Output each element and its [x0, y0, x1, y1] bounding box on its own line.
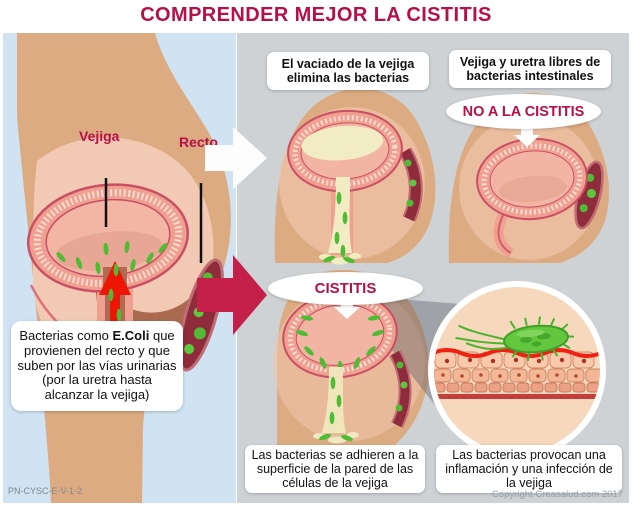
voiding-caption-box: El vaciado de la vejiga elimina las bact… [267, 52, 429, 90]
page-title: COMPRENDER MEJOR LA CISTITIS [140, 4, 492, 26]
down-arrow-icon [334, 301, 360, 319]
flow-arrow-top-icon [205, 127, 267, 189]
panel-outcomes: El vaciado de la vejiga elimina las bact… [237, 33, 629, 503]
bladder-wall-cells-row2 [434, 368, 600, 383]
flow-arrow-bottom-icon [197, 255, 267, 335]
infection-caption-box: Las bacterias provocan una inflamación y… [436, 445, 622, 493]
scene-clean-bladder [448, 92, 609, 263]
bladder-clean [476, 137, 588, 221]
outcomes-illustrations [273, 88, 609, 478]
bladder-label: Vejiga [79, 128, 120, 144]
bladder-voiding [287, 109, 403, 193]
panel-initial-situation: Vejiga Recto Bacterias como E.Coli que p… [3, 33, 236, 503]
inflamed-surface-line [434, 348, 600, 358]
bladder-wall-cells-row3 [434, 382, 600, 393]
cystitis-badge: CISTITIS [268, 272, 423, 305]
clean-caption-box: Vejiga y uretra libres de bacterias inte… [449, 50, 611, 88]
title-bar: COMPRENDER MEJOR LA CISTITIS [0, 0, 632, 31]
reference-code: PN-CYSC-E-V-1-2 [8, 486, 83, 496]
copyright-notice: Copyright Creasalud.com 2017 [492, 489, 623, 500]
bladder-infected [282, 291, 398, 379]
scene-voiding-bladder [274, 88, 436, 265]
down-arrow-icon [514, 129, 540, 147]
ecoli-bacterium [455, 316, 574, 361]
urine-stream-infected [322, 367, 346, 433]
microscope-inset [428, 281, 606, 459]
urine-stream [328, 177, 352, 253]
adhesion-caption-box: Las bacterias se adhieren a la superfici… [245, 445, 425, 493]
origin-caption-text: Bacterias como E.Coli que provienen del … [17, 327, 177, 403]
no-cystitis-badge: NO A LA CISTITIS [446, 94, 601, 129]
bladder [26, 183, 190, 293]
origin-caption-box: Bacterias como E.Coli que provienen del … [11, 321, 183, 411]
